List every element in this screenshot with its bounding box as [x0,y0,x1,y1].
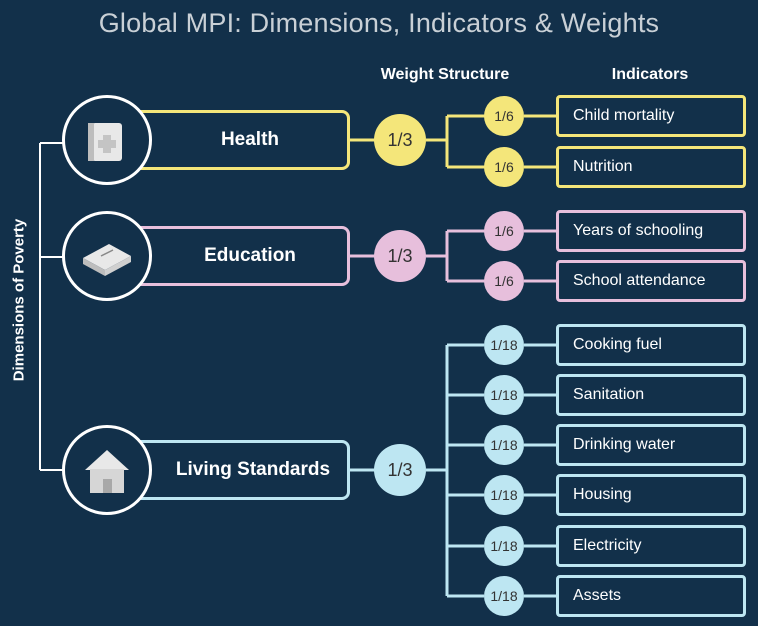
house-icon [85,450,129,493]
indicator-child-mortality: Child mortality [556,95,746,137]
dimension-box-living-standards [130,440,350,500]
indicator-housing: Housing [556,474,746,516]
indicator-years-of-schooling: Years of schooling [556,210,746,252]
indicator-weight-cooking-fuel: 1/18 [484,325,524,365]
book-icon [83,244,131,276]
indicator-weight-electricity: 1/18 [484,526,524,566]
indicator-cooking-fuel: Cooking fuel [556,324,746,366]
dimension-label-health: Health [220,129,280,150]
indicator-weight-assets: 1/18 [484,576,524,616]
weight-circle-living-standards: 1/3 [374,444,426,496]
indicator-nutrition: Nutrition [556,146,746,188]
dimension-box-education [130,226,350,286]
indicator-sanitation: Sanitation [556,374,746,416]
weight-circle-health: 1/3 [374,114,426,166]
indicator-drinking-water: Drinking water [556,424,746,466]
indicators-header: Indicators [611,66,689,83]
dimension-circle-education [62,211,152,301]
indicator-weight-sanitation: 1/18 [484,375,524,415]
indicator-weight-drinking-water: 1/18 [484,425,524,465]
health-kit-icon [88,123,122,161]
indicator-weight-nutrition: 1/6 [484,147,524,187]
weight-circle-education: 1/3 [374,230,426,282]
indicator-assets: Assets [556,575,746,617]
page-title: Global MPI: Dimensions, Indicators & Wei… [98,8,660,38]
dimension-circle-living-standards [62,425,152,515]
indicator-weight-school-attendance: 1/6 [484,261,524,301]
weight-structure-header: Weight Structure [380,66,510,83]
indicator-weight-housing: 1/18 [484,475,524,515]
indicator-weight-years-of-schooling: 1/6 [484,211,524,251]
dimension-circle-health [62,95,152,185]
dimension-label-living-standards: Living Standards [175,459,331,480]
indicator-electricity: Electricity [556,525,746,567]
indicator-weight-child-mortality: 1/6 [484,96,524,136]
indicator-school-attendance: School attendance [556,260,746,302]
dimension-label-education: Education [204,245,296,266]
dimension-box-health [130,110,350,170]
